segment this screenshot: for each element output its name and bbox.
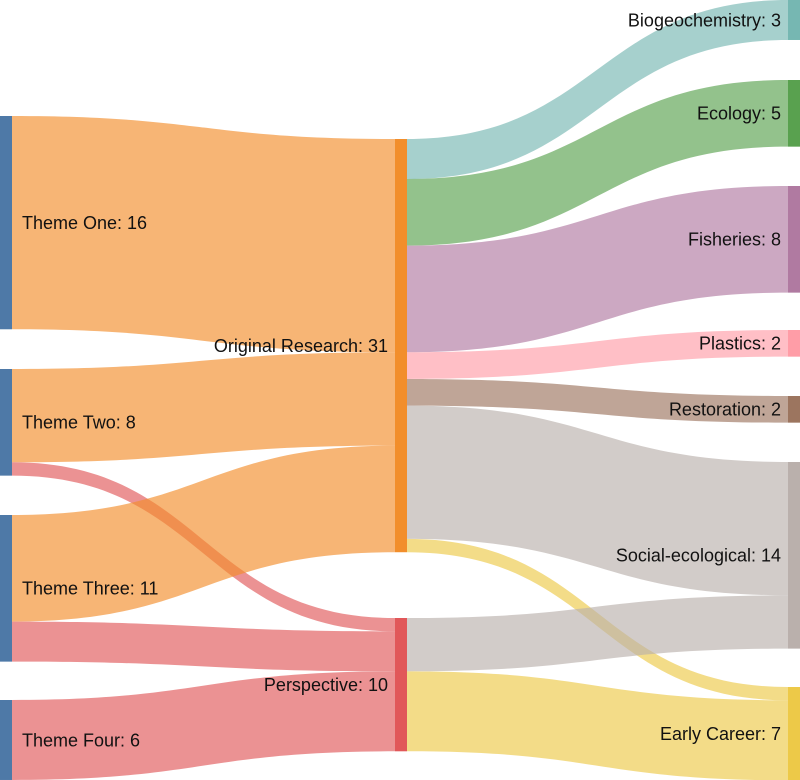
node-label-eco: Ecology: 5 (697, 104, 781, 124)
link-t3-pe (12, 621, 395, 672)
node-label-pe: Perspective: 10 (264, 675, 388, 695)
node-t2 (0, 369, 12, 476)
node-res (788, 396, 800, 423)
link-t2-or (12, 352, 395, 463)
link-pe-soc (407, 595, 788, 672)
node-label-t4: Theme Four: 6 (22, 730, 140, 750)
link-or-pla (407, 330, 788, 379)
node-pla (788, 330, 800, 357)
node-label-t2: Theme Two: 8 (22, 413, 136, 433)
node-bio (788, 0, 800, 40)
node-or (395, 139, 407, 553)
node-label-bio: Biogeochemistry: 3 (628, 10, 781, 30)
node-pe (395, 618, 407, 752)
node-label-t1: Theme One: 16 (22, 213, 147, 233)
node-label-res: Restoration: 2 (669, 400, 781, 420)
node-fis (788, 186, 800, 293)
node-eco (788, 80, 800, 147)
node-soc (788, 462, 800, 649)
node-t3 (0, 515, 12, 662)
node-label-ec: Early Career: 7 (660, 724, 781, 744)
link-or-bio (407, 0, 788, 179)
link-pe-ec (407, 671, 788, 780)
labels-layer: Theme One: 16 Theme Two: 8 Theme Three: 11… (22, 10, 781, 750)
link-t4-pe (12, 671, 395, 780)
node-t1 (0, 116, 12, 330)
node-label-or: Original Research: 31 (214, 336, 388, 356)
node-t4 (0, 700, 12, 780)
links-layer (12, 0, 788, 780)
link-t3-or (12, 445, 395, 622)
link-t1-or (12, 116, 395, 353)
link-or-res (407, 378, 788, 423)
link-or-fis (407, 186, 788, 353)
node-ec (788, 687, 800, 780)
node-label-t3: Theme Three: 11 (22, 579, 158, 599)
link-or-eco (407, 80, 788, 246)
link-or-soc (407, 405, 788, 596)
node-label-fis: Fisheries: 8 (688, 230, 781, 250)
node-label-soc: Social-ecological: 14 (616, 546, 781, 566)
node-label-pla: Plastics: 2 (699, 334, 781, 354)
